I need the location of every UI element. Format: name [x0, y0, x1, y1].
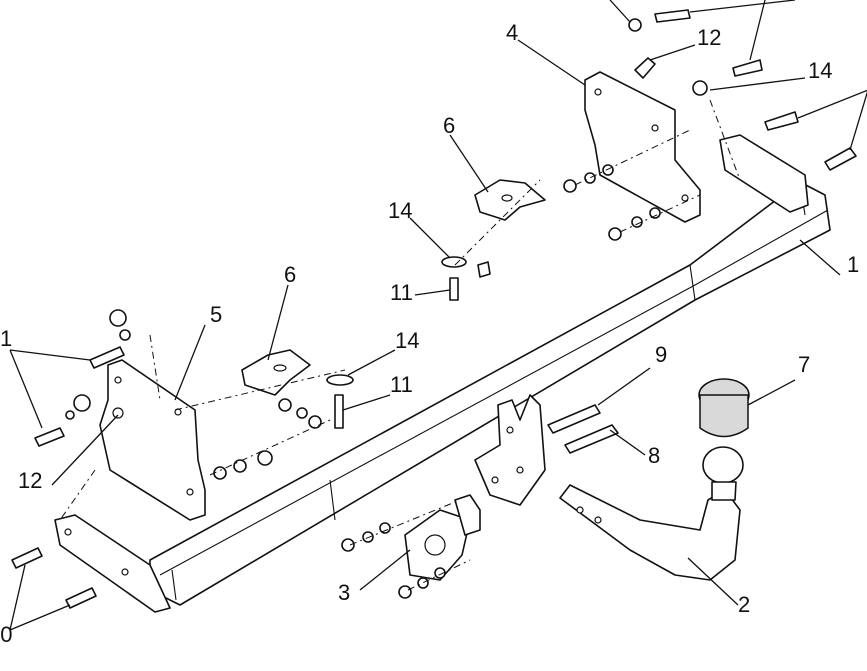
socket-plate	[404, 494, 481, 581]
callout-5: 5	[174, 302, 222, 401]
callout-4: 4	[506, 20, 586, 86]
label-8: 8	[648, 443, 660, 468]
callout-10: 10	[0, 564, 71, 647]
clamp-left	[241, 349, 311, 396]
ball-cover	[698, 378, 750, 438]
callout-6-center: 6	[443, 113, 489, 193]
callout-1-right: 1	[799, 239, 859, 277]
alignment-lines	[59, 99, 741, 591]
tow-ball-neck	[559, 446, 744, 581]
bolts-left	[11, 346, 125, 609]
label-14-left: 14	[395, 328, 419, 353]
callout-right-bolts	[609, 0, 867, 151]
clamp-center	[474, 179, 546, 221]
callout-12-right: 12	[649, 25, 721, 61]
callout-11-left: 11	[342, 372, 413, 411]
callout-7: 7	[747, 352, 810, 406]
label-4: 4	[506, 20, 518, 45]
label-11-left: 11	[390, 372, 413, 397]
callout-6-left: 6	[267, 262, 296, 361]
callout-11-center: 11	[390, 280, 451, 305]
label-6-center: 6	[443, 113, 455, 138]
left-end-plate	[54, 514, 171, 613]
label-14-right: 14	[808, 58, 832, 83]
bracket-left	[99, 359, 206, 521]
label-9: 9	[655, 342, 667, 367]
bolts-hitch	[547, 404, 619, 454]
callout-12-left: 12	[18, 414, 119, 493]
label-2: 2	[738, 592, 750, 617]
label-11-center: 11	[390, 280, 413, 305]
label-12-right: 12	[697, 25, 721, 50]
label-1-beam: 1	[847, 252, 859, 277]
label-6-left: 6	[284, 262, 296, 287]
nuts-washers-bottom	[341, 522, 446, 599]
label-7: 7	[798, 352, 810, 377]
right-end-plate	[719, 134, 809, 213]
callout-3: 3	[338, 549, 411, 605]
bolts-right-top	[634, 9, 857, 171]
center-hitch-bracket	[474, 394, 546, 506]
callout-2: 2	[687, 557, 750, 617]
label-12-left: 12	[18, 468, 42, 493]
callout-14-center: 14	[388, 198, 451, 259]
nuts-washers-right	[563, 18, 708, 241]
callout-1-left: 1	[0, 326, 91, 429]
label-14-center: 14	[388, 198, 412, 223]
bracket-right	[584, 71, 701, 223]
callout-14-right: 14	[709, 58, 832, 91]
label-1-left: 1	[0, 326, 12, 351]
callout-14-left: 14	[347, 328, 419, 376]
bolts-center	[326, 256, 491, 429]
label-3: 3	[338, 580, 350, 605]
label-5: 5	[210, 302, 222, 327]
callout-9: 9	[597, 342, 667, 406]
callout-8: 8	[609, 429, 660, 468]
label-10: 10	[0, 622, 12, 647]
